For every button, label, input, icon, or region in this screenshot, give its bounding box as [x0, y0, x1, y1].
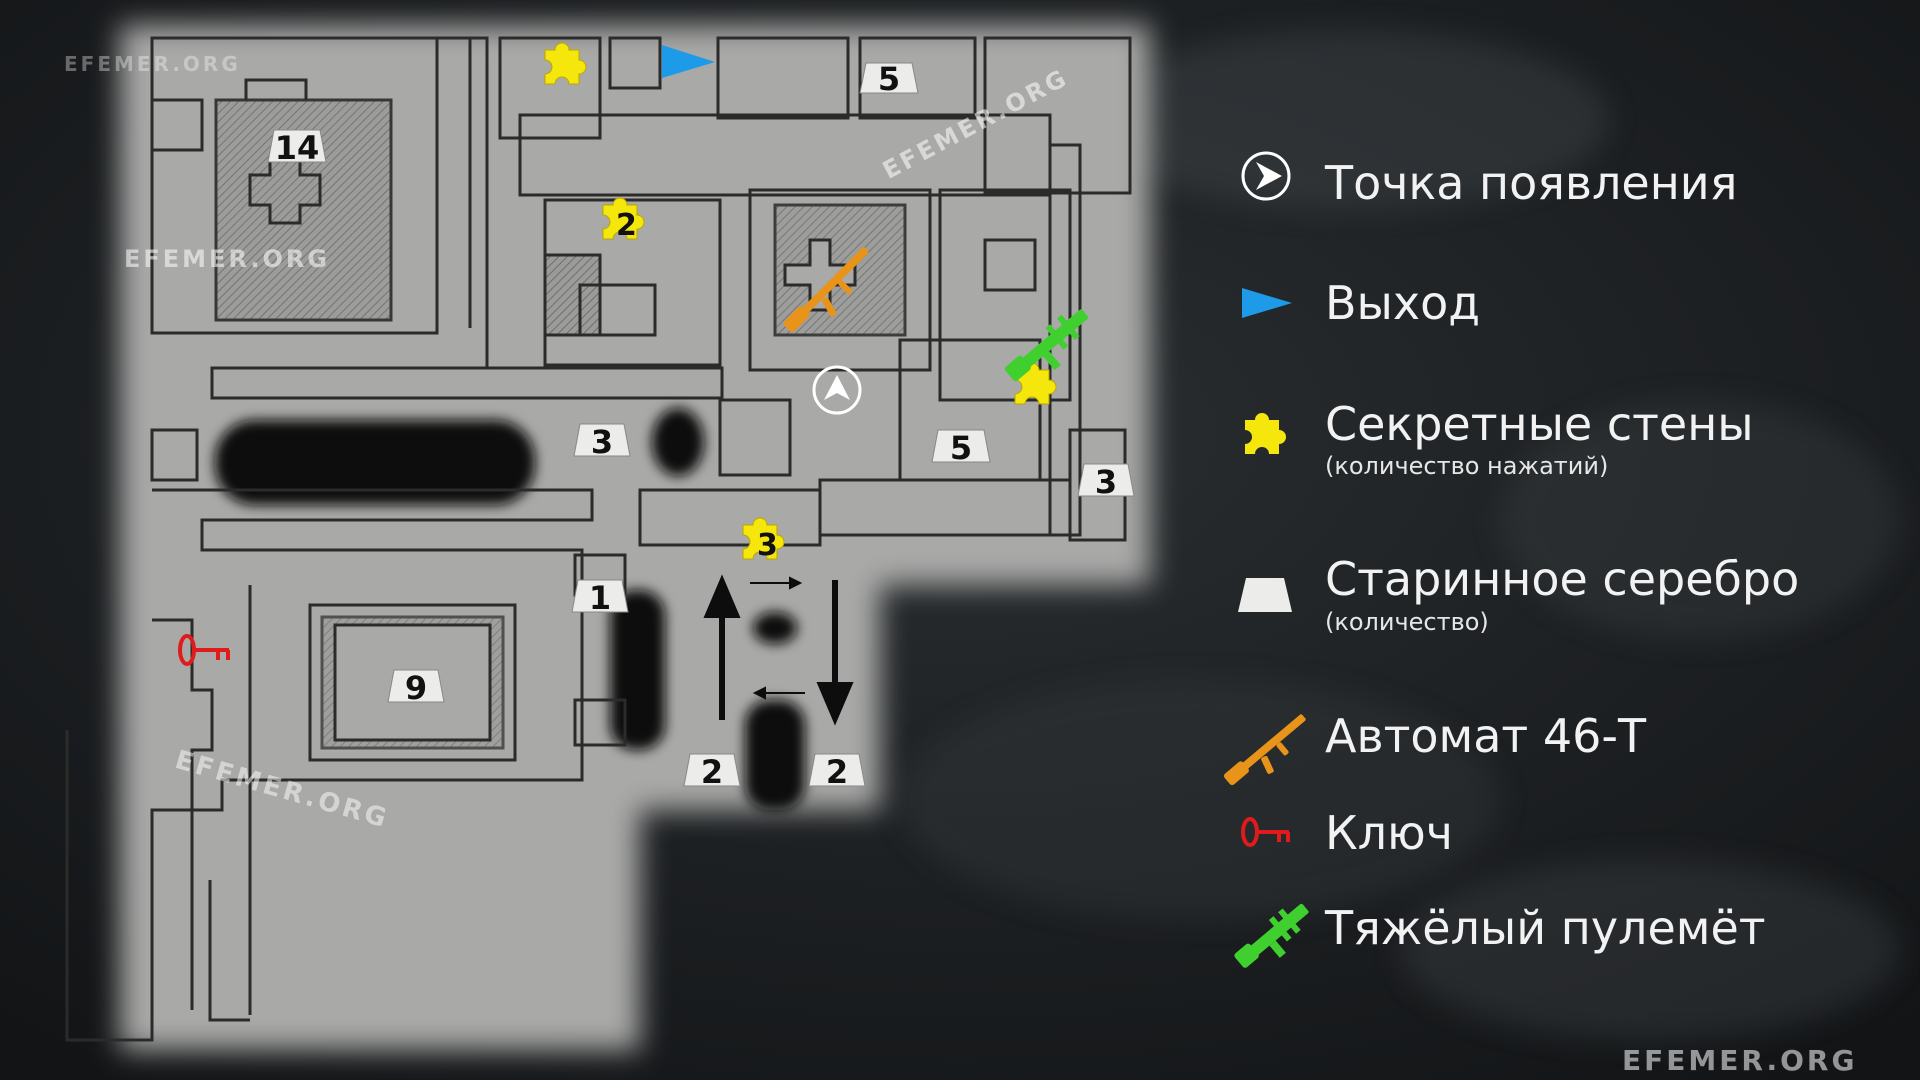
silver-count-room-9: 9 [405, 669, 427, 707]
legend-rifle-icon [1223, 714, 1306, 786]
silver-shaft-right [808, 753, 866, 787]
watermark-bottom-right: EFEMER.ORG [1622, 1044, 1858, 1077]
legend-key-icon [1241, 817, 1290, 847]
legend-exit-icon [1242, 288, 1292, 318]
silver-count-shaft-right: 2 [826, 753, 848, 791]
legend-secret-walls-label: Секретные стены [1325, 397, 1754, 451]
legend-key-label: Ключ [1325, 806, 1453, 860]
shaft-small-arrows [750, 576, 805, 700]
silver-count-top-left: 14 [275, 129, 320, 167]
legend-exit-label: Выход [1325, 276, 1481, 330]
spawn-point-marker [812, 365, 862, 415]
legend-secret-walls-note: (количество нажатий) [1325, 452, 1609, 480]
silver-center-corridor [573, 423, 631, 457]
silver-count-center-right: 5 [950, 429, 972, 467]
silver-left-passage [571, 579, 629, 613]
legend-machine-gun-label: Тяжёлый пулемёт [1325, 901, 1766, 955]
legend-silver-icon [1238, 578, 1292, 612]
secret-wall-count-center: 3 [757, 528, 778, 563]
legend-silver-note: (количество) [1325, 608, 1489, 636]
silver-count-center-corridor: 3 [591, 423, 613, 461]
silver-count-top-right: 5 [878, 60, 900, 98]
watermark-top-left: EFEMER.ORG [64, 52, 241, 76]
secret-wall-count-corridor: 2 [616, 208, 637, 243]
legend-machine-gun-icon [1234, 903, 1309, 968]
legend-silver-label: Старинное серебро [1325, 552, 1800, 606]
shaft-arrows [703, 574, 854, 726]
silver-center-right [931, 429, 991, 463]
rifle-icon [783, 247, 869, 333]
silver-right-alcove [1077, 463, 1135, 497]
exit-marker [662, 45, 715, 78]
legend-spawn-icon [1241, 151, 1291, 201]
silver-top-left [267, 129, 327, 163]
silver-room-9 [387, 669, 445, 703]
background-clouds [900, 30, 1900, 1040]
silver-markers [267, 62, 1135, 787]
legend-rifle-label: Автомат 46-Т [1325, 709, 1647, 763]
silver-count-left-passage: 1 [589, 579, 611, 617]
silver-top-right [859, 62, 919, 94]
legend-spawn-label: Точка появления [1325, 156, 1738, 210]
machine-gun-icon [1004, 309, 1089, 382]
silver-count-right-alcove: 3 [1095, 463, 1117, 501]
silver-shaft-left [683, 753, 741, 787]
silver-count-shaft-left: 2 [701, 753, 723, 791]
key-icon [178, 634, 230, 666]
watermark-left: EFEMER.ORG [124, 245, 331, 273]
